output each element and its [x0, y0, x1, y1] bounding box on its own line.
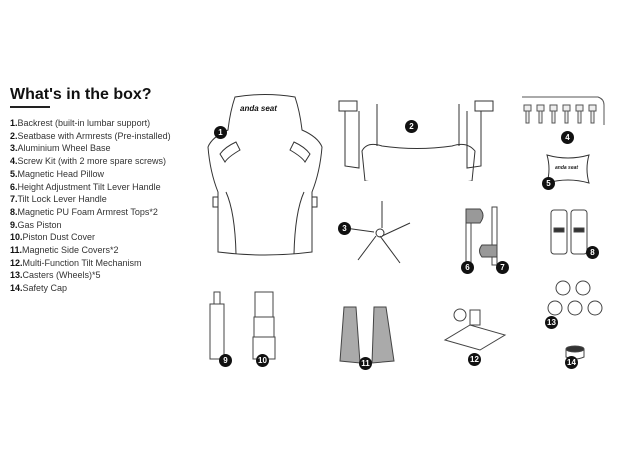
head-pillow-illustration: anda seat 5: [542, 153, 593, 190]
badge-5: 5: [542, 177, 555, 190]
backrest-illustration: anda seat 1: [200, 92, 330, 262]
side-covers-illustration: 11: [338, 305, 398, 370]
badge-2: 2: [405, 120, 418, 133]
list-item: 3.Aluminium Wheel Base: [10, 143, 111, 154]
list-item: 2.Seatbase with Armrests (Pre-installed): [10, 130, 171, 141]
badge-9: 9: [219, 354, 232, 367]
wheel-base-illustration: 3: [338, 198, 420, 268]
badge-4: 4: [561, 131, 574, 144]
list-item: 1.Backrest (built-in lumbar support): [10, 118, 151, 128]
list-item: 9.Gas Piston: [10, 219, 62, 230]
dust-cover-illustration: 10: [250, 290, 278, 367]
badge-8: 8: [586, 246, 599, 259]
badge-10: 10: [256, 354, 269, 367]
list-item: 5.Magnetic Head Pillow: [10, 168, 105, 179]
badge-11: 11: [359, 357, 372, 370]
list-item: 10.Piston Dust Cover: [10, 232, 96, 243]
gas-piston-illustration: 9: [205, 290, 232, 367]
screw-kit-illustration: 4: [520, 95, 610, 144]
parts-list: 1.Backrest (built-in lumbar support) 2.S…: [10, 117, 171, 295]
badge-6: 6: [461, 261, 474, 274]
badge-1: 1: [214, 126, 227, 139]
list-item: 11.Magnetic Side Covers*2: [10, 245, 119, 256]
casters-illustration: 13: [545, 276, 605, 329]
lever-handles-illustration: 6 7: [460, 205, 510, 274]
armrest-tops-illustration: 8: [550, 208, 599, 259]
badge-12: 12: [468, 353, 481, 366]
pillow-logo: anda seat: [555, 165, 579, 171]
list-item: 13.Casters (Wheels)*5: [10, 270, 101, 281]
list-item: 12.Multi-Function Tilt Mechanism: [10, 257, 142, 268]
tilt-mechanism-illustration: 12: [440, 305, 510, 366]
list-item: 8.Magnetic PU Foam Armrest Tops*2: [10, 206, 158, 217]
title-underline: [10, 106, 50, 108]
brand-logo: anda seat: [240, 104, 277, 113]
page-title: What's in the box?: [10, 86, 152, 103]
list-item: 7.Tilt Lock Lever Handle: [10, 194, 107, 205]
badge-13: 13: [545, 316, 558, 329]
badge-7: 7: [496, 261, 509, 274]
seatbase-illustration: 2: [337, 96, 497, 181]
safety-cap-illustration: 14: [563, 345, 587, 369]
list-item: 4.Screw Kit (with 2 more spare screws): [10, 156, 167, 167]
badge-3: 3: [338, 222, 351, 235]
list-item: 6.Height Adjustment Tilt Lever Handle: [10, 181, 161, 192]
badge-14: 14: [565, 356, 578, 369]
list-item: 14.Safety Cap: [10, 283, 68, 294]
